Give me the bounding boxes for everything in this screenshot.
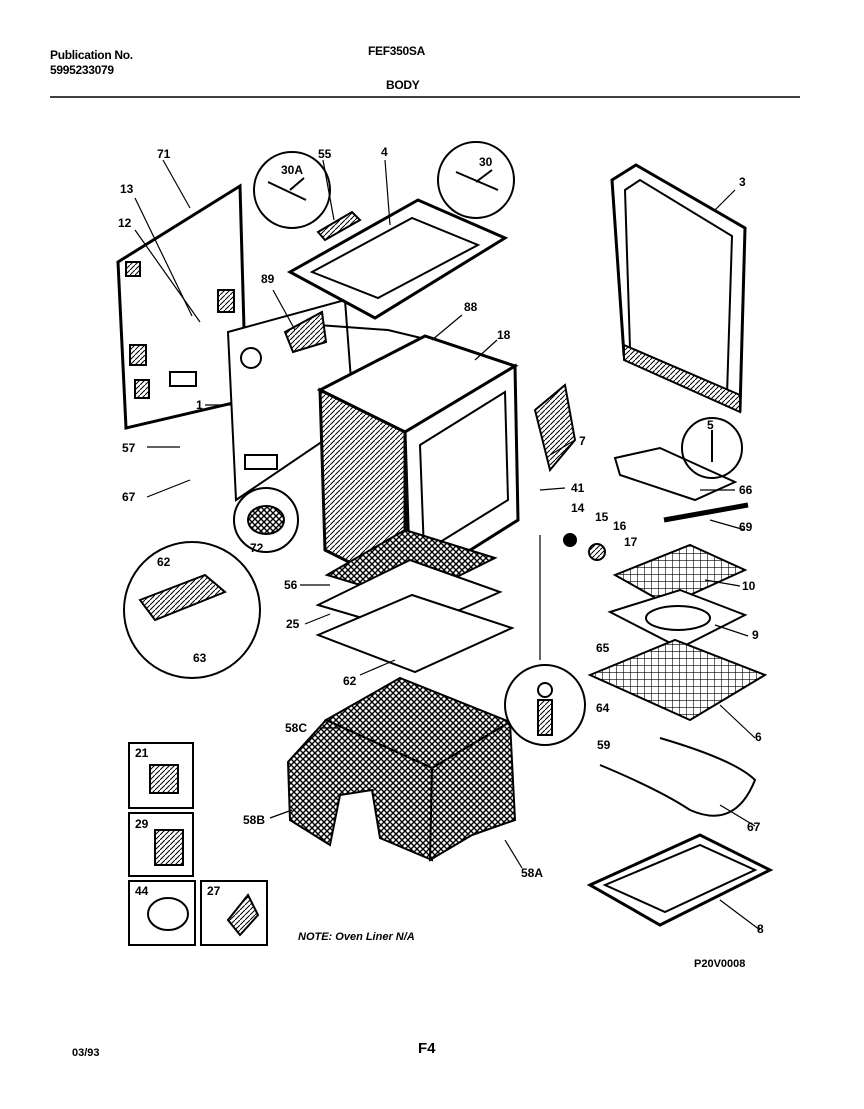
label-part-89: 89 <box>261 272 275 286</box>
insulation-blanket-part <box>286 676 517 862</box>
label-part-66: 66 <box>739 483 753 497</box>
section-title: BODY <box>386 78 420 92</box>
label-part-55: 55 <box>318 147 332 161</box>
label-part-72: 72 <box>250 541 264 555</box>
label-part-15: 15 <box>595 510 609 524</box>
label-part-64: 64 <box>596 701 610 715</box>
label-part-27: 27 <box>207 884 221 898</box>
label-part-65: 65 <box>596 641 610 655</box>
label-part-7: 7 <box>579 434 586 448</box>
broil-pan-insert-10 <box>612 543 748 607</box>
inset-44 <box>128 880 196 946</box>
detail-62-63 <box>123 541 261 679</box>
bottom-62 <box>315 593 515 674</box>
detail-30A <box>253 151 331 229</box>
label-part-62-detail: 62 <box>157 555 171 569</box>
drawer-8 <box>586 833 774 927</box>
label-part-67-left: 67 <box>122 490 136 504</box>
label-part-14: 14 <box>571 501 585 515</box>
element-66 <box>613 446 738 502</box>
label-part-63: 63 <box>193 651 207 665</box>
label-part-58B: 58B <box>243 813 266 827</box>
footer-page-number: F4 <box>418 1040 436 1057</box>
label-part-21: 21 <box>135 746 149 760</box>
label-part-58A: 58A <box>521 866 544 880</box>
publication-label: Publication No. <box>50 48 133 62</box>
label-part-59: 59 <box>597 738 611 752</box>
label-part-30: 30 <box>479 155 493 169</box>
bracket-part <box>316 210 362 242</box>
label-part-17: 17 <box>624 535 638 549</box>
element-7 <box>533 383 577 473</box>
wire-67 <box>599 737 757 817</box>
label-part-16: 16 <box>613 519 627 533</box>
oven-liner-note: NOTE: Oven Liner N/A <box>298 931 415 943</box>
bracket-89-part <box>283 310 328 354</box>
label-part-29: 29 <box>135 817 149 831</box>
model-number: FEF350SA <box>368 44 425 58</box>
label-part-13: 13 <box>120 182 134 196</box>
label-part-3: 3 <box>739 175 746 189</box>
label-part-1: 1 <box>196 398 203 412</box>
label-part-56: 56 <box>284 578 298 592</box>
label-part-4: 4 <box>381 145 388 159</box>
label-part-71: 71 <box>157 147 171 161</box>
label-part-44: 44 <box>135 884 149 898</box>
label-part-25: 25 <box>286 617 300 631</box>
rail-69 <box>663 502 749 523</box>
label-part-12: 12 <box>118 216 132 230</box>
label-part-88: 88 <box>464 300 478 314</box>
drawing-code: P20V0008 <box>694 958 746 970</box>
label-part-69: 69 <box>739 520 753 534</box>
publication-number: 5995233079 <box>50 63 114 77</box>
label-part-5: 5 <box>707 418 714 432</box>
label-part-9: 9 <box>752 628 759 642</box>
label-part-6: 6 <box>755 730 762 744</box>
back-panel-part <box>116 183 248 430</box>
label-part-62: 62 <box>343 674 357 688</box>
oven-rack-6 <box>587 638 768 722</box>
label-part-67-right: 67 <box>747 820 761 834</box>
broil-pan-9 <box>607 588 748 650</box>
label-part-8: 8 <box>757 922 764 936</box>
label-part-10: 10 <box>742 579 756 593</box>
label-part-57: 57 <box>122 441 136 455</box>
footer-date: 03/93 <box>72 1047 100 1059</box>
oven-door-part <box>610 163 747 414</box>
label-part-58C: 58C <box>285 721 308 735</box>
oven-body-part <box>316 334 520 593</box>
label-part-41: 41 <box>571 481 585 495</box>
label-part-18: 18 <box>497 328 511 342</box>
label-part-30A: 30A <box>281 163 304 177</box>
